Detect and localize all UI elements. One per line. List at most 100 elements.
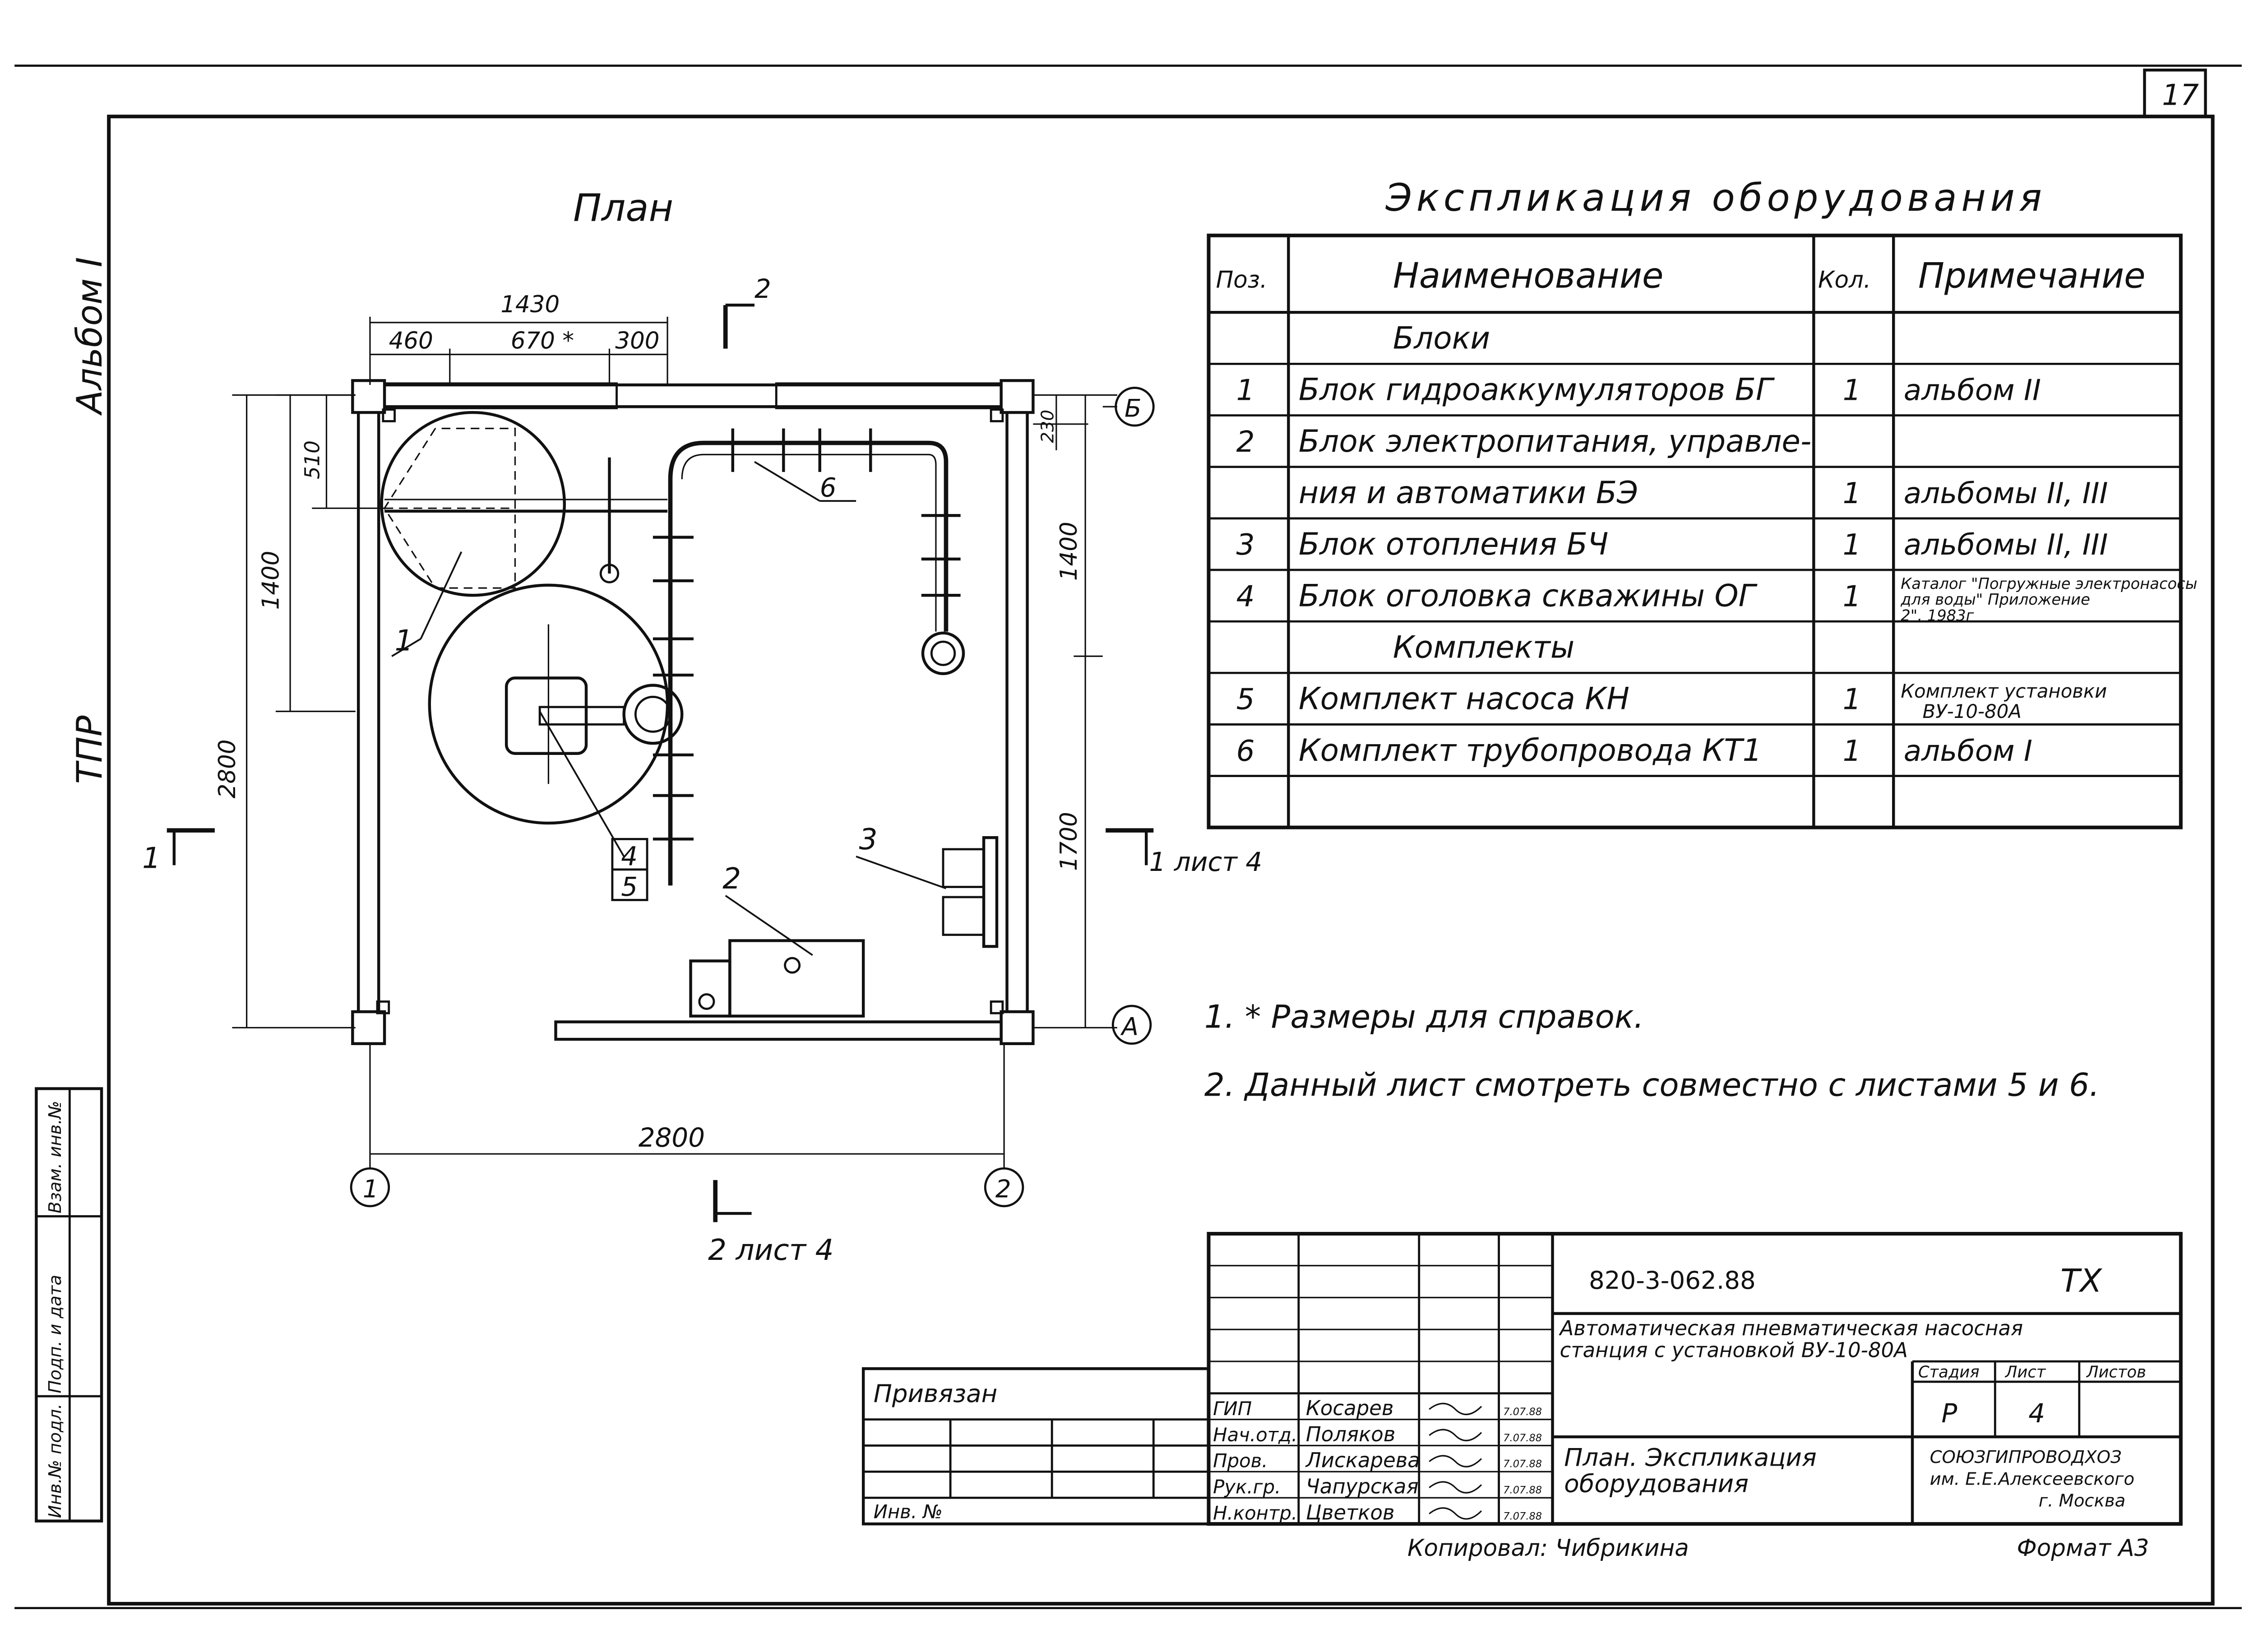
format: Формат А3 <box>2017 1535 2149 1562</box>
right-dimensions: 230 1400 1700 <box>1033 394 1117 1029</box>
expl-row-pos: 3 <box>1236 528 1255 562</box>
sheet-frame <box>107 115 2215 1606</box>
stamp-role: ГИП <box>1213 1397 1252 1420</box>
dim-top-seg2: 670 * <box>511 328 574 355</box>
svg-text:1: 1 <box>142 842 161 875</box>
section-marker-top: 2 <box>723 273 771 349</box>
axis-1: 1 <box>363 1175 379 1203</box>
binding-block: Привязан Инв. № <box>861 1367 1210 1526</box>
expl-row-name: Комплекты <box>1393 629 1574 665</box>
dim-left-total: 2800 <box>214 739 241 798</box>
sheet-title: План. Экспликация оборудования <box>1564 1443 1824 1498</box>
expl-row-pos: 2 <box>1236 425 1255 459</box>
bound-label: Привязан <box>874 1379 998 1408</box>
strip-sign-date: Подп. и дата <box>45 1275 65 1393</box>
section-marker-left: 1 <box>142 828 215 875</box>
stamp-person: Чапурская <box>1306 1475 1419 1499</box>
expl-row-qty: 1 <box>1843 374 1861 407</box>
sheet-number: 17 <box>2162 78 2199 112</box>
stamp-date: 7.07.88 <box>1503 1406 1542 1418</box>
expl-row-name: Блок оголовка скважины ОГ <box>1299 578 1758 613</box>
stamp-role: Рук.гр. <box>1213 1476 1281 1498</box>
dim-left-upper: 1400 <box>257 551 284 610</box>
expl-row-pos: 6 <box>1236 734 1255 768</box>
expl-row-name: ния и автоматики БЭ <box>1299 475 1638 510</box>
stamp-date: 7.07.88 <box>1503 1458 1542 1470</box>
dim-right-upper: 1400 <box>1055 522 1083 581</box>
expl-row-pos: 5 <box>1236 683 1255 717</box>
callout-2: 2 <box>722 862 741 896</box>
stage-value: Р <box>1941 1398 1957 1429</box>
expl-row-qty: 1 <box>1843 734 1861 768</box>
top-dimensions: 1430 460 670 * 300 <box>369 291 668 385</box>
bottom-dimension: 2800 1 2 <box>350 1045 1024 1208</box>
explication-table: Экспликация оборудования Поз. Наименован… <box>1207 176 2197 829</box>
pipeline <box>384 428 965 886</box>
project-name: Автоматическая пневматическая насосная с… <box>1559 1316 2030 1362</box>
expl-row-pos: 1 <box>1236 374 1255 407</box>
doc-code: 820-3-062.88 <box>1589 1266 1756 1295</box>
stamp-person: Цветков <box>1306 1501 1395 1525</box>
callout-5: 5 <box>621 871 638 902</box>
dim-left-small: 510 <box>300 440 324 479</box>
sheet-label: Лист <box>2004 1363 2046 1381</box>
axis-2: 2 <box>995 1175 1011 1203</box>
stamp-role: Пров. <box>1213 1450 1268 1472</box>
album-label: Альбом I <box>69 257 110 416</box>
stamp-date: 7.07.88 <box>1503 1485 1542 1496</box>
stamp-date: 7.07.88 <box>1503 1432 1542 1444</box>
expl-row-qty: 1 <box>1843 477 1861 510</box>
power-control-block <box>689 939 865 1018</box>
expl-row-name: Блоки <box>1393 320 1490 356</box>
stamp-role: Н.контр. <box>1213 1502 1297 1524</box>
expl-row-name: Комплект трубопровода КТ1 <box>1299 732 1762 768</box>
expl-row-name: Блок отопления БЧ <box>1299 526 1609 562</box>
signature-mark <box>1429 1507 1482 1520</box>
plan-title: План <box>573 186 673 230</box>
signature-mark <box>1429 1481 1482 1494</box>
svg-text:2: 2 <box>754 273 771 304</box>
expl-row-name: Блок электропитания, управле- <box>1299 423 1812 459</box>
organization: СОЮЗГИПРОВОДХОЗ им. Е.Е.Алексеевского г.… <box>1930 1447 2140 1511</box>
header-note: Примечание <box>1918 256 2146 296</box>
header-pos: Поз. <box>1216 267 1268 294</box>
stamp-person: Косарев <box>1306 1396 1394 1420</box>
heating-block <box>942 836 999 948</box>
stamp-person: Поляков <box>1306 1422 1395 1446</box>
expl-row-qty: 1 <box>1843 683 1861 717</box>
dim-right-small: 230 <box>1037 410 1058 443</box>
expl-row-note: альбом I <box>1904 734 2032 768</box>
dim-right-lower: 1700 <box>1055 812 1083 871</box>
expl-row-name: Комплект насоса КН <box>1299 681 1629 717</box>
sheet-number-box <box>2143 69 2207 118</box>
dim-bottom-total: 2800 <box>639 1122 705 1153</box>
signature-mark <box>1429 1429 1482 1442</box>
dim-top-seg1: 460 <box>389 328 433 355</box>
header-name: Наименование <box>1393 256 1664 296</box>
callout-3: 3 <box>859 823 878 856</box>
dim-top-total: 1430 <box>500 291 560 318</box>
expl-row-qty: 1 <box>1843 579 1861 613</box>
left-dimensions: 2800 1400 510 <box>214 394 385 1029</box>
callout-1: 1 <box>395 624 413 657</box>
left-strip: Инв.№ подл. Подп. и дата Взам. инв.№ <box>35 1087 103 1522</box>
dim-top-seg3: 300 <box>615 328 659 355</box>
stamp-person: Лискарева <box>1305 1448 1420 1472</box>
axis-a: А <box>1120 1012 1138 1041</box>
signature-mark <box>1429 1455 1482 1467</box>
strip-inv-orig: Инв.№ подл. <box>45 1403 65 1518</box>
wellhead-block <box>504 676 588 755</box>
section-marker-bottom: 2 лист 4 <box>708 1180 834 1267</box>
header-qty: Кол. <box>1818 267 1871 294</box>
expl-row-name: Блок гидроаккумуляторов БГ <box>1299 372 1775 407</box>
doc-mark: ТХ <box>2060 1262 2102 1300</box>
note-2: 2. Данный лист смотреть совместно с лист… <box>1204 1066 2100 1104</box>
svg-text:1 лист 4: 1 лист 4 <box>1149 847 1263 877</box>
strip-replace-inv: Взам. инв.№ <box>45 1101 65 1213</box>
title-block: 820-3-062.88 ТХ Автоматическая пневматич… <box>1207 1232 2183 1562</box>
expl-row-qty: 1 <box>1843 528 1861 562</box>
note-1: 1. * Размеры для справок. <box>1204 998 1644 1035</box>
callout-6: 6 <box>820 472 837 503</box>
